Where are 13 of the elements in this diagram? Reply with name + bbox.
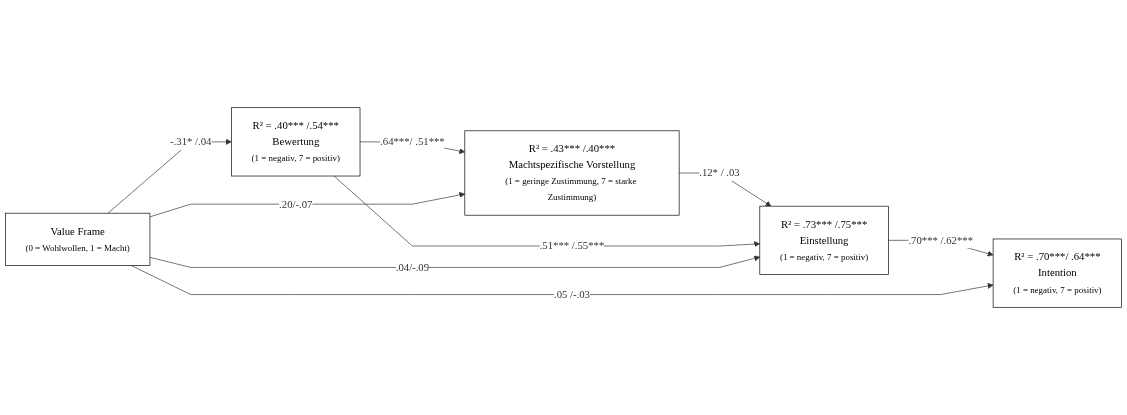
- node-box: R² = .40*** /.54*** Bewertung (1 = negativ, 7 = positiv): [231, 107, 361, 177]
- edge-label: .51*** /.55***: [539, 239, 605, 252]
- edge-label: .12* / .03: [699, 166, 740, 179]
- node-box: R² = .70***/ .64*** Intention (1 = negativ, 7 = positiv): [992, 238, 1122, 308]
- node-box: R² = .73*** /.75*** Einstellung (1 = negativ, 7 = positiv): [759, 205, 889, 275]
- edge-label: .70*** /.62***: [908, 234, 974, 246]
- edge-label: .20/-.07: [279, 198, 313, 210]
- node-box: Value Frame (0 = Wohlwollen, 1 = Macht): [5, 212, 151, 266]
- edge-label: .04/-.09: [395, 261, 430, 273]
- node-box: R² = .43*** /.40*** Machtspezifische Vorstellung (1 = geringe Zustimmung, 7 = starke Zustimmung): [464, 130, 680, 216]
- edge-label: -.31* /.04: [170, 135, 212, 148]
- edge-label: .64***/ .51***: [380, 135, 445, 148]
- edge-label: .05 /-.03: [553, 288, 590, 300]
